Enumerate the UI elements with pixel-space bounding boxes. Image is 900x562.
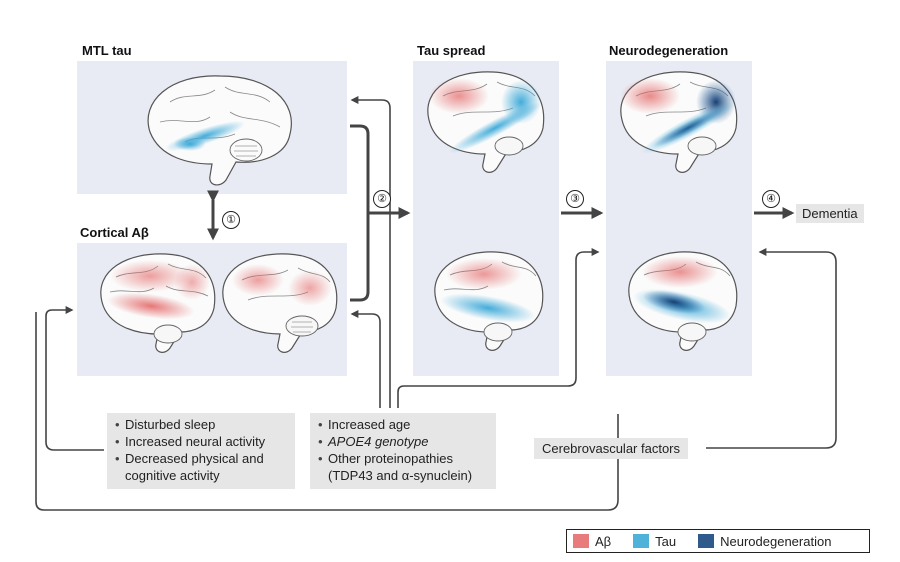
neurodegeneration-panel: [606, 61, 752, 376]
legend-swatch-tau: [633, 534, 650, 548]
bracket-step2: [350, 124, 370, 302]
legend-label: Aβ: [595, 533, 612, 549]
legend-label: Neurodegeneration: [720, 533, 832, 549]
legend: Aβ Tau Neurodegeneration: [566, 529, 870, 553]
factor-item: APOE4 genotype: [318, 433, 488, 450]
legend-item-neurodegeneration: Neurodegeneration: [698, 534, 831, 549]
factor-item: Increased age: [318, 416, 488, 433]
step-3-marker: ③: [566, 190, 584, 208]
cortical-abeta-title: Cortical Aβ: [80, 225, 149, 240]
legend-swatch-neurodegeneration: [698, 534, 715, 548]
cerebrovascular-box: Cerebrovascular factors: [534, 438, 688, 459]
legend-item-abeta: Aβ: [573, 534, 611, 549]
tau-spread-panel: [413, 61, 559, 376]
factor-item: Increased neural activity: [115, 433, 287, 450]
legend-item-tau: Tau: [633, 534, 676, 549]
step-4-marker: ④: [762, 190, 780, 208]
tau-spread-title: Tau spread: [417, 43, 486, 58]
arrow-to-cortical: [350, 310, 381, 408]
dementia-label: Dementia: [796, 204, 864, 223]
neurodegeneration-title: Neurodegeneration: [609, 43, 729, 58]
factor-item: Disturbed sleep: [115, 416, 287, 433]
step-1-marker: ①: [222, 211, 240, 229]
cortical-abeta-panel: [77, 243, 347, 376]
arrow-to-mtl: [350, 96, 391, 408]
legend-label: Tau: [655, 533, 677, 549]
factor-item: Decreased physical and cognitive activit…: [115, 450, 287, 484]
middle-factors-box: Increased age APOE4 genotype Other prote…: [310, 413, 496, 489]
step-2-marker: ②: [373, 190, 391, 208]
legend-swatch-abeta: [573, 534, 589, 548]
mtl-tau-panel: [77, 61, 347, 194]
factor-item: Other proteinopathies (TDP43 and α-synuc…: [318, 450, 488, 484]
mtl-tau-title: MTL tau: [82, 43, 132, 58]
left-factors-box: Disturbed sleep Increased neural activit…: [107, 413, 295, 489]
factor-text: APOE4 genotype: [328, 434, 429, 449]
